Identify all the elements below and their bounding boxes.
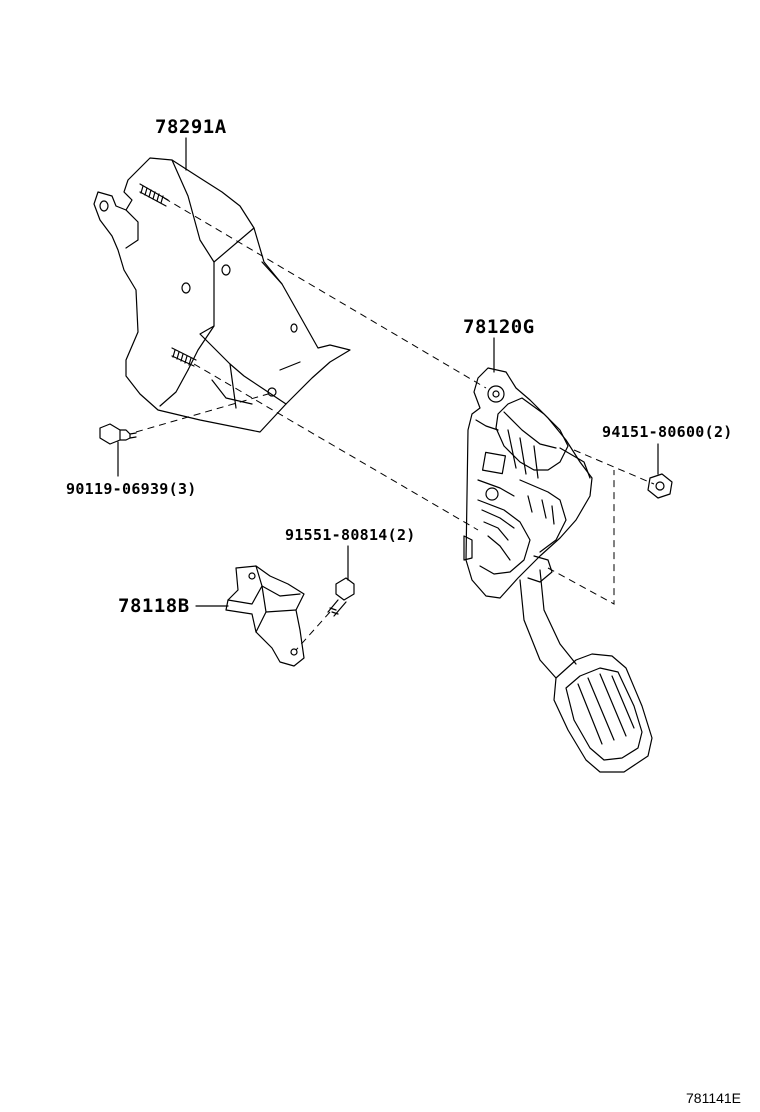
part-label-bolt-lower[interactable]: 91551-80814(2) — [285, 526, 416, 544]
alignment-dashes — [136, 198, 654, 650]
bolt-90119-06939-drawing — [100, 424, 136, 444]
nut-94151-80600-drawing — [648, 474, 672, 498]
part-label-small-bracket[interactable]: 78118B — [118, 595, 190, 617]
bracket-78291a-drawing — [94, 158, 350, 432]
small-bracket-78118b-drawing — [226, 566, 304, 666]
pedal-assembly-78120g-drawing — [464, 368, 652, 772]
bolt-91551-80814-drawing — [328, 578, 354, 616]
part-label-nut[interactable]: 94151-80600(2) — [602, 423, 733, 441]
figure-code: 781141E — [686, 1090, 742, 1106]
part-label-bracket[interactable]: 78291A — [155, 116, 227, 138]
leader-lines — [118, 138, 658, 606]
part-label-bolt-upper[interactable]: 90119-06939(3) — [66, 480, 197, 498]
part-label-pedal-assembly[interactable]: 78120G — [463, 316, 535, 338]
